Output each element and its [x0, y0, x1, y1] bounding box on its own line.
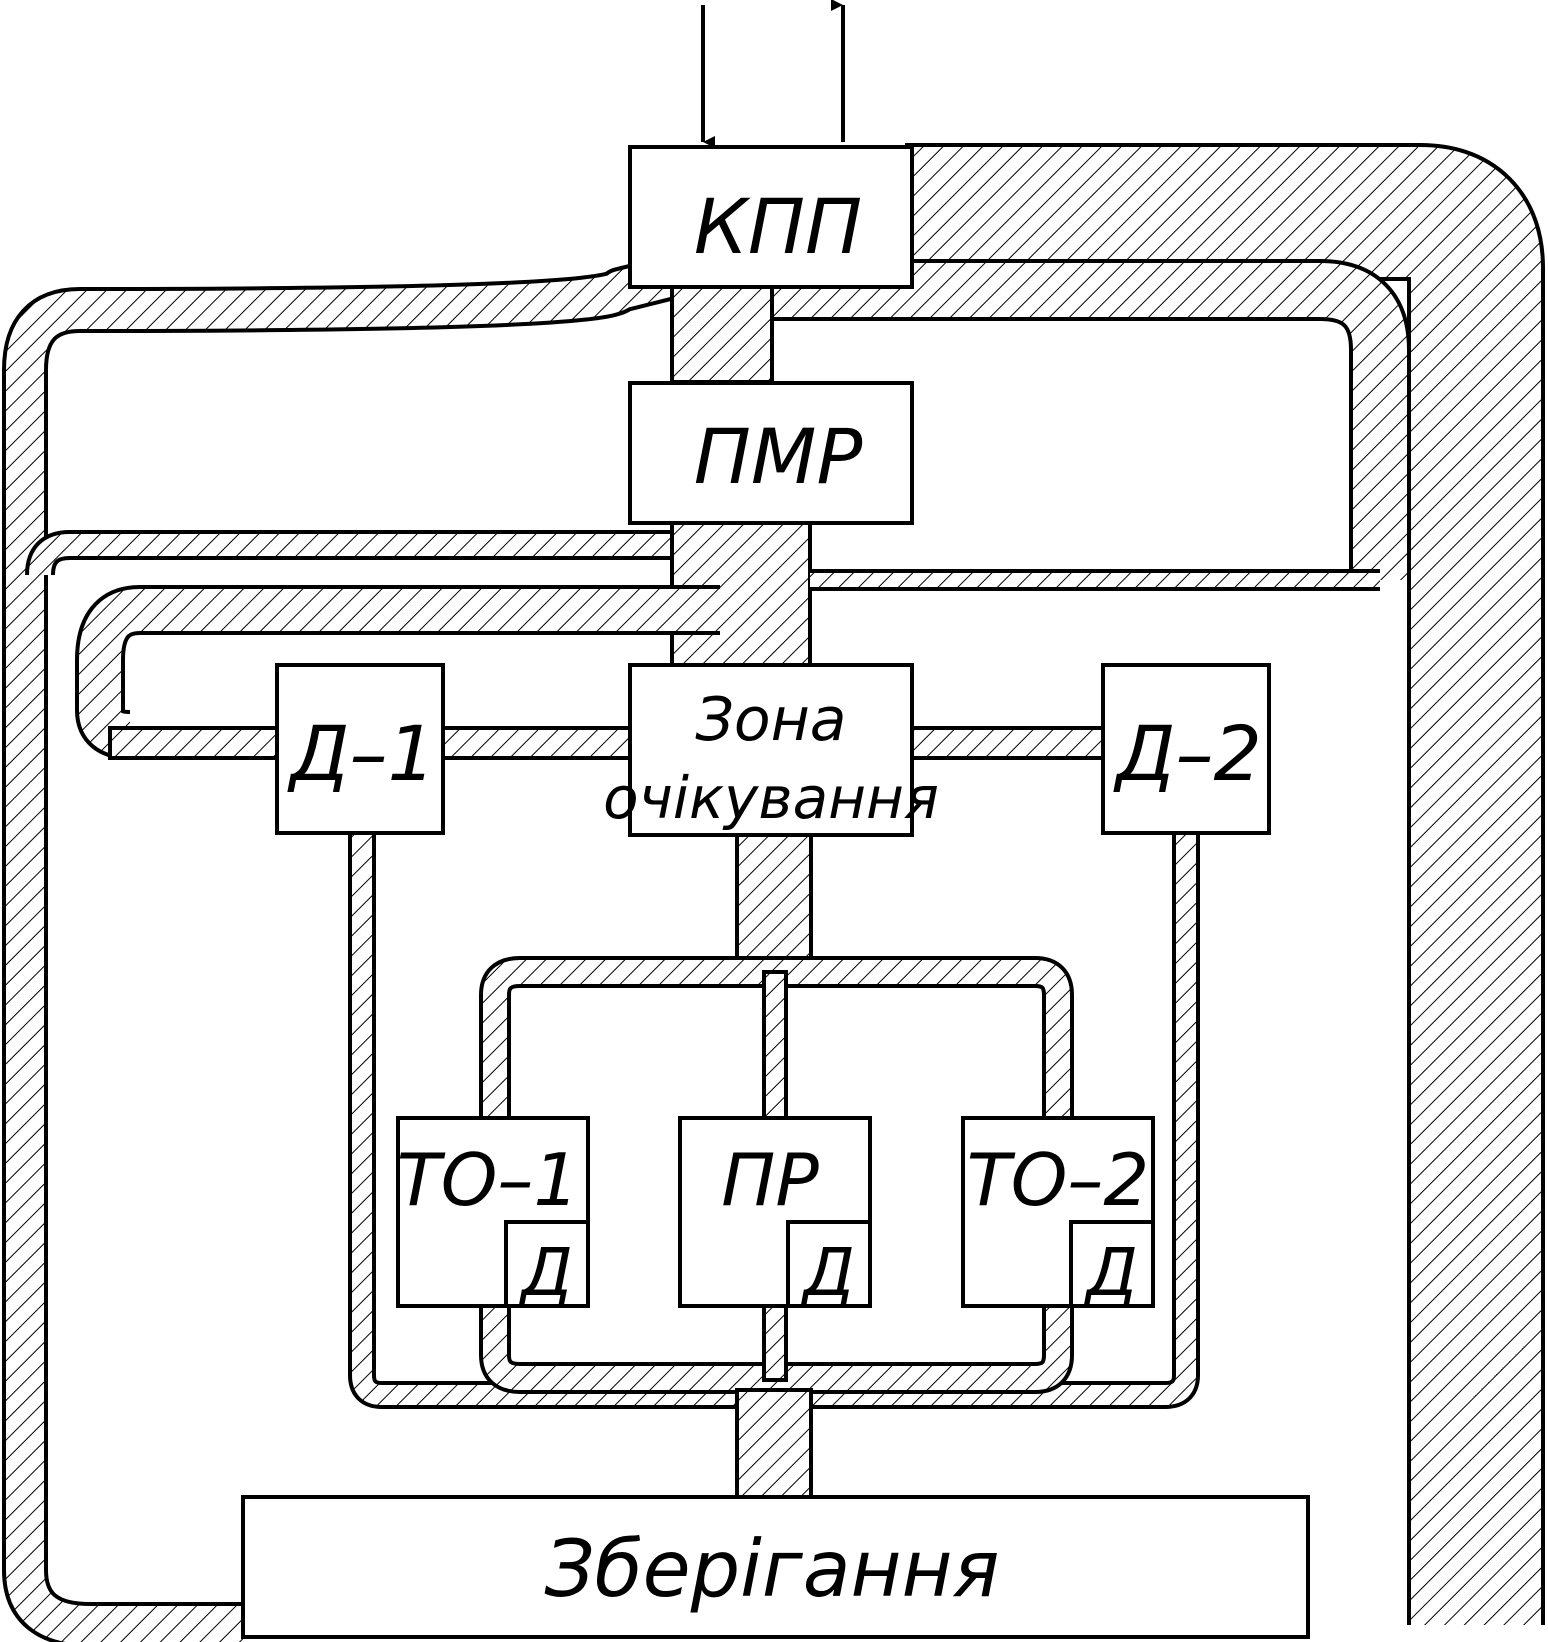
waiting-label-line2: очікування — [603, 764, 939, 832]
pr-label: ПР — [721, 1138, 819, 1222]
pr-sub-label: Д — [800, 1234, 855, 1311]
pmr-label: ПМР — [694, 412, 863, 501]
d2-label: Д–2 — [1113, 709, 1262, 798]
node-pmr: ПМР — [628, 381, 914, 525]
node-kpp: КПП — [628, 145, 914, 289]
node-d1: Д–1 — [275, 663, 445, 835]
node-to1: ТО–1 Д — [396, 1116, 590, 1311]
route-corridors — [2, 143, 1545, 1642]
to2-sub-label: Д — [1083, 1234, 1138, 1311]
node-to2: ТО–2 Д — [961, 1116, 1155, 1311]
node-storage: Зберігання — [241, 1495, 1310, 1639]
waiting-label-line1: Зона — [695, 685, 846, 755]
node-d2: Д–2 — [1101, 663, 1271, 835]
storage-label: Зберігання — [545, 1525, 1000, 1615]
d1-label: Д–1 — [287, 709, 436, 798]
io-arrows — [701, 0, 845, 148]
node-waiting-zone: Зона очікування — [603, 663, 939, 837]
to1-label: ТО–1 — [397, 1138, 579, 1222]
kpp-label: КПП — [694, 182, 862, 271]
to1-sub-label: Д — [518, 1234, 573, 1311]
node-pr: ПР Д — [678, 1116, 872, 1311]
to2-label: ТО–2 — [967, 1138, 1149, 1222]
